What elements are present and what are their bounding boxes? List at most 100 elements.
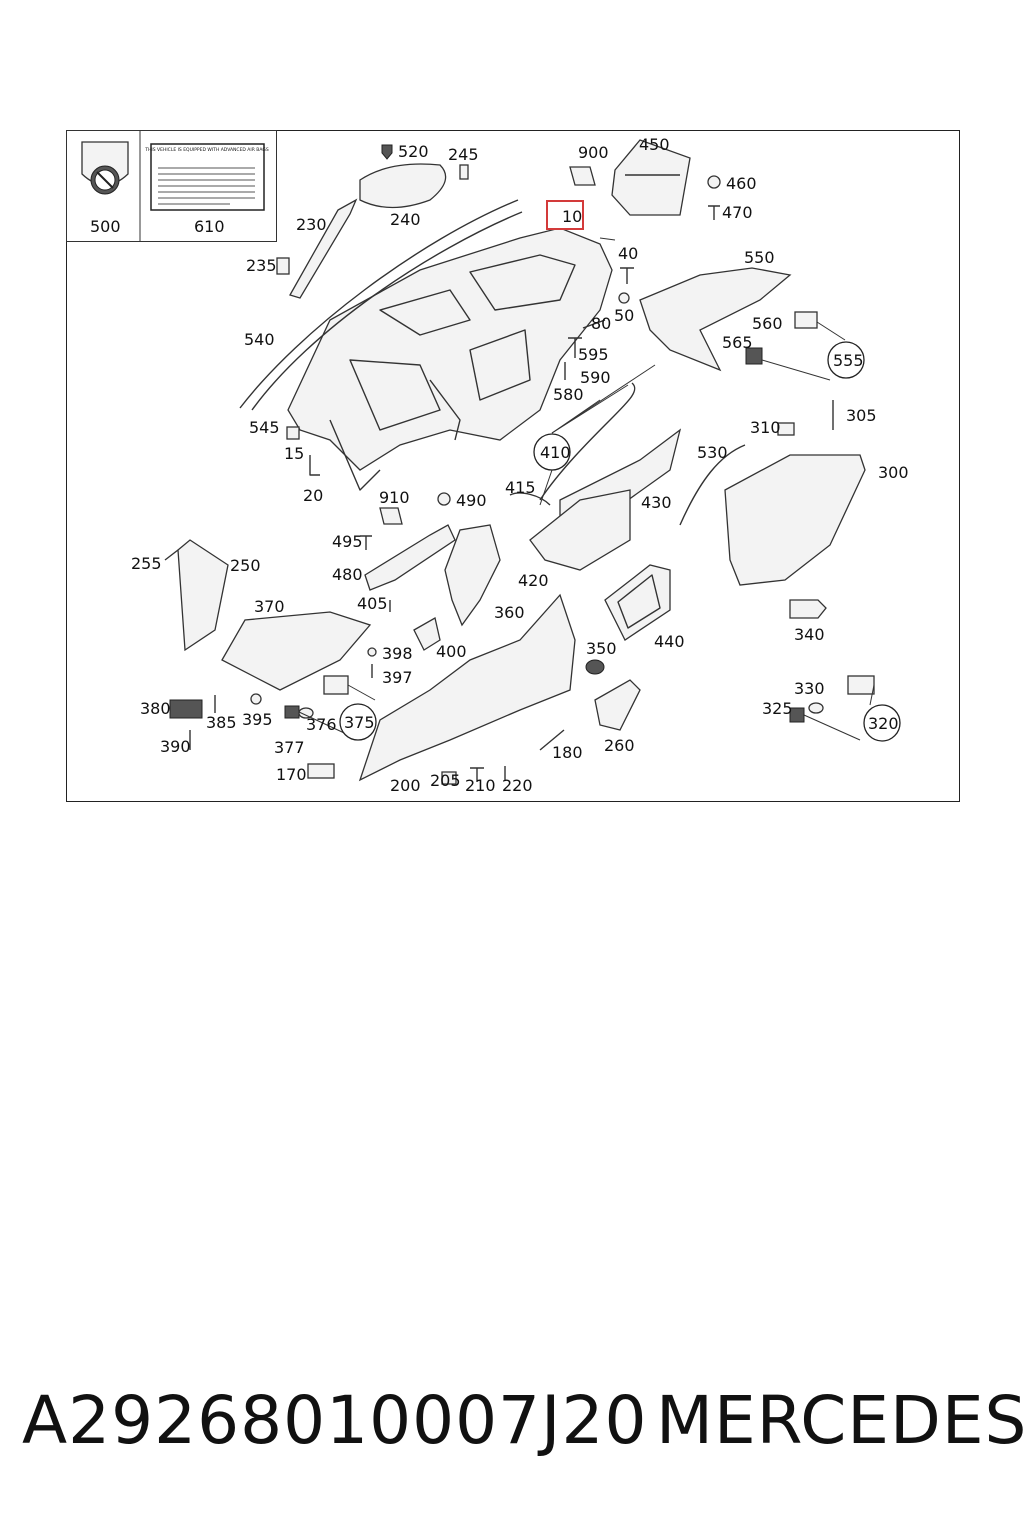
callout-260: 260 (604, 736, 635, 755)
callout-20: 20 (303, 486, 323, 505)
callout-520: 520 (398, 142, 429, 161)
callout-15: 15 (284, 444, 304, 463)
callout-495: 495 (332, 532, 363, 551)
bulb-320-icon (808, 702, 824, 714)
callout-325: 325 (762, 699, 793, 718)
cable-410 (539, 382, 636, 501)
clip-205-icon (441, 771, 457, 785)
callout-560: 560 (752, 314, 783, 333)
legend-left-number: 500 (90, 217, 121, 236)
callout-50: 50 (614, 306, 634, 325)
clip-50-icon (618, 292, 630, 304)
callout-550: 550 (744, 248, 775, 267)
callout-395: 395 (242, 710, 273, 729)
callout-210: 210 (465, 776, 496, 795)
callout-595: 595 (578, 345, 609, 364)
callout-385: 385 (206, 713, 237, 732)
callout-460: 460 (726, 174, 757, 193)
clip-20-icon (309, 455, 320, 476)
switch-380-icon (169, 699, 203, 719)
screw-590-icon (568, 337, 582, 358)
callout-580: 580 (553, 385, 584, 404)
callout-490: 490 (456, 491, 487, 510)
callout-450: 450 (639, 135, 670, 154)
cover-400 (413, 617, 441, 651)
dashboard-carrier (287, 227, 613, 491)
callout-255: 255 (131, 554, 162, 573)
callout-80: 80 (591, 314, 611, 333)
nut-490-icon (437, 492, 451, 506)
callout-565: 565 (722, 333, 753, 352)
callout-390: 390 (160, 737, 191, 756)
callout-220: 220 (502, 776, 533, 795)
clip-398-icon (367, 647, 377, 657)
callout-530: 530 (697, 443, 728, 462)
callout-590: 590 (580, 368, 611, 387)
clip-15-icon (286, 426, 300, 440)
callout-430: 430 (641, 493, 672, 512)
callout-420: 420 (518, 571, 549, 590)
legend-right-heading: THIS VEHICLE IS EQUIPPED WITH ADVANCED A… (144, 147, 269, 153)
speaker-cover-240 (359, 163, 447, 209)
callout-555: 555 (833, 351, 864, 370)
pin-595-icon (582, 319, 606, 329)
clip-255-icon (164, 549, 179, 561)
callout-376: 376 (306, 715, 337, 734)
connector-377-icon (284, 705, 300, 719)
trim-strip-540 (239, 199, 519, 409)
trim-strip-545 (251, 211, 523, 411)
brand-name: MERCEDES (656, 1382, 1024, 1459)
trim-420 (529, 489, 631, 571)
circled-callouts (339, 341, 901, 742)
lock-340-icon (789, 599, 827, 619)
highlight-box-10 (546, 200, 584, 230)
label-910 (379, 507, 403, 525)
callout-300: 300 (878, 463, 909, 482)
callout-250: 250 (230, 556, 261, 575)
connector-565-icon (745, 347, 763, 365)
clip-395-icon (250, 693, 262, 705)
callout-398: 398 (382, 644, 413, 663)
switch-310-icon (777, 422, 795, 436)
side-panel-250 (177, 539, 229, 652)
side-panel-550 (639, 267, 792, 372)
callout-360: 360 (494, 603, 525, 622)
bulb-376-icon (298, 707, 314, 719)
callout-910: 910 (379, 488, 410, 507)
footer: A29268010007J20 MERCEDES (22, 1382, 1024, 1466)
light-330-icon (847, 675, 875, 695)
bolt-495-icon (360, 535, 372, 550)
callout-380: 380 (140, 699, 171, 718)
airbag-info-label: THIS VEHICLE IS EQUIPPED WITH ADVANCED A… (144, 143, 269, 211)
clip-560-icon (794, 311, 818, 329)
callout-350: 350 (586, 639, 617, 658)
clip-520-icon (381, 144, 393, 160)
trim-strip-180 (539, 729, 565, 751)
callout-480: 480 (332, 565, 363, 584)
callout-230: 230 (296, 215, 327, 234)
glovebox-300 (724, 454, 866, 586)
callout-340: 340 (794, 625, 825, 644)
rail-480 (364, 524, 456, 591)
callout-10: 10 (562, 207, 582, 226)
callout-415: 415 (505, 478, 536, 497)
callout-410: 410 (540, 443, 571, 462)
knob-350-icon (585, 659, 605, 675)
light-375-icon (323, 675, 349, 695)
frame-440 (604, 564, 671, 641)
clip-235-icon (276, 257, 290, 275)
a-pillar-trim-230 (289, 198, 358, 299)
bolt-470-icon (708, 205, 720, 220)
callout-40: 40 (618, 244, 638, 263)
callout-405: 405 (357, 594, 388, 613)
callout-245: 245 (448, 145, 479, 164)
screw-210-icon (470, 767, 484, 782)
airbag-module-450 (611, 139, 691, 216)
bracket-370 (221, 611, 372, 691)
callout-377: 377 (274, 738, 305, 757)
center-console-200 (358, 593, 576, 782)
callout-200: 200 (390, 776, 421, 795)
nut-460-icon (707, 175, 721, 189)
